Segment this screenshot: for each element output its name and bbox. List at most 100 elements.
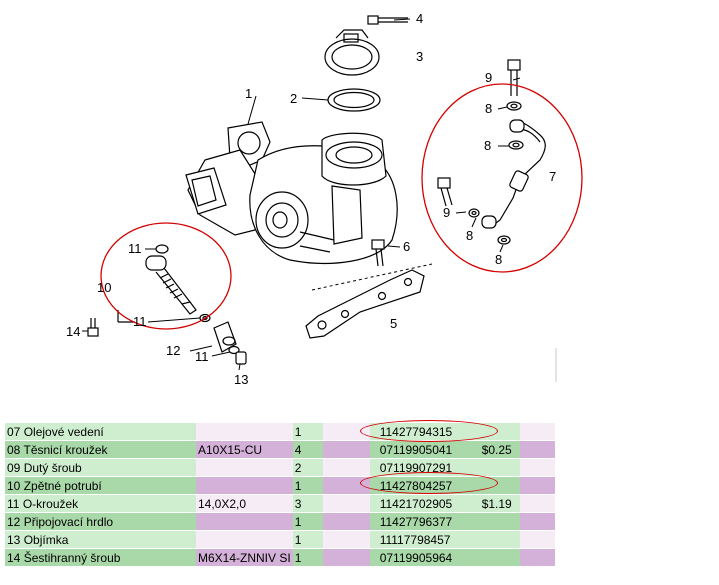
table-row: 13 Objímka 1 11117798457 <box>5 530 555 549</box>
part-position: 10 <box>7 478 21 493</box>
return-line-marker <box>100 222 232 330</box>
empty-cell <box>322 494 370 513</box>
part-name: Připojovací hrdlo <box>23 514 114 529</box>
part-name: Olejové vedení <box>23 424 104 439</box>
callout-8-a: 8 <box>485 101 492 116</box>
part-number: 07119905041 <box>369 440 480 459</box>
callout-11-a: 11 <box>128 241 142 256</box>
part-number: 11421702905 <box>369 494 480 513</box>
part-quantity: 3 <box>292 494 323 513</box>
part-price: $1.19 <box>479 494 520 513</box>
part-position-name: 11 O-kroužek <box>5 494 196 513</box>
empty-cell <box>519 440 555 459</box>
part-position-name: 14 Šestihranný šroub <box>5 548 196 567</box>
part-name: Objímka <box>23 532 69 547</box>
callout-3: 3 <box>416 49 423 64</box>
part-name: Zpětné potrubí <box>23 478 102 493</box>
callout-14: 14 <box>66 324 80 339</box>
empty-cell <box>322 458 370 477</box>
parts-table-body: 07 Olejové vedení 1 11427794315 08 Těsnicí … <box>5 423 555 567</box>
callout-7: 7 <box>549 169 556 184</box>
empty-cell <box>322 476 370 495</box>
exploded-parts-diagram: 1 2 3 4 5 6 7 8 8 8 8 9 9 10 11 11 11 12… <box>66 11 583 387</box>
part-position: 12 <box>7 514 21 529</box>
part-position-name: 09 Dutý šroub <box>5 458 196 477</box>
part-price <box>479 423 520 441</box>
part-position: 08 <box>7 442 21 457</box>
part-spec <box>196 458 293 477</box>
part-price <box>479 548 520 567</box>
part-position: 13 <box>7 532 21 547</box>
bolt-6-drawing <box>371 239 385 267</box>
part-name: Těsnicí kroužek <box>23 442 108 457</box>
part-quantity: 1 <box>292 530 323 549</box>
callout-10: 10 <box>97 280 111 295</box>
part-name: O-kroužek <box>22 496 79 511</box>
part-name: Šestihranný šroub <box>23 550 121 565</box>
part-number: 07119905964 <box>369 548 480 567</box>
callout-1: 1 <box>245 86 252 101</box>
table-row: 07 Olejové vedení 1 11427794315 <box>5 423 555 441</box>
table-row: 10 Zpětné potrubí 1 11427804257 <box>5 476 555 495</box>
red-markers-diagram <box>100 83 583 330</box>
bolt-drawing <box>367 15 408 25</box>
callout-8-c: 8 <box>466 228 473 243</box>
part-spec <box>196 423 293 441</box>
bracket-drawing <box>305 269 425 339</box>
callout-4: 4 <box>416 11 423 26</box>
part-quantity: 4 <box>292 440 323 459</box>
callout-12: 12 <box>166 343 180 358</box>
part-spec: 14,0X2,0 <box>196 494 293 513</box>
part-position-name: 12 Připojovací hrdlo <box>5 512 196 531</box>
empty-cell <box>519 512 555 531</box>
part-spec <box>196 530 293 549</box>
part-price <box>479 458 520 477</box>
empty-cell <box>322 512 370 531</box>
callout-6: 6 <box>403 239 410 254</box>
return-line-drawing <box>87 244 247 365</box>
empty-cell <box>322 530 370 549</box>
callout-9-a: 9 <box>485 70 492 85</box>
clamp-drawing <box>324 29 380 76</box>
part-quantity: 1 <box>292 512 323 531</box>
part-spec <box>196 476 293 495</box>
empty-cell <box>322 548 370 567</box>
callout-8-b: 8 <box>484 138 491 153</box>
part-position: 14 <box>7 550 21 565</box>
part-spec <box>196 512 293 531</box>
part-position-name: 07 Olejové vedení <box>5 423 196 441</box>
part-price <box>479 530 520 549</box>
empty-cell <box>322 423 370 441</box>
part-price <box>479 512 520 531</box>
part-number: 11427794315 <box>369 423 480 441</box>
callout-11-b: 11 <box>133 314 147 329</box>
part-quantity: 1 <box>292 548 323 567</box>
callout-9-b: 9 <box>443 205 450 220</box>
parts-table: 07 Olejové vedení 1 11427794315 08 Těsnicí … <box>5 423 555 567</box>
part-quantity: 2 <box>292 458 323 477</box>
part-spec: M6X14-ZNNIV SI <box>196 548 293 567</box>
callout-8-d: 8 <box>495 252 502 267</box>
part-position-name: 13 Objímka <box>5 530 196 549</box>
part-number: 11117798457 <box>369 530 480 549</box>
part-quantity: 1 <box>292 476 323 495</box>
callout-11-c: 11 <box>195 349 209 364</box>
oil-line-marker <box>421 83 583 273</box>
part-position-name: 08 Těsnicí kroužek <box>5 440 196 459</box>
part-position: 07 <box>7 424 21 439</box>
part-quantity: 1 <box>292 423 323 441</box>
part-spec: A10X15-CU <box>196 440 293 459</box>
part-position-name: 10 Zpětné potrubí <box>5 476 196 495</box>
part-number: 11427804257 <box>369 476 480 495</box>
empty-cell <box>519 423 555 441</box>
empty-cell <box>322 440 370 459</box>
leader-lines <box>82 18 521 371</box>
part-position: 11 <box>7 496 20 511</box>
gasket-drawing <box>327 88 381 112</box>
part-name: Dutý šroub <box>23 460 82 475</box>
callout-2: 2 <box>290 91 297 106</box>
